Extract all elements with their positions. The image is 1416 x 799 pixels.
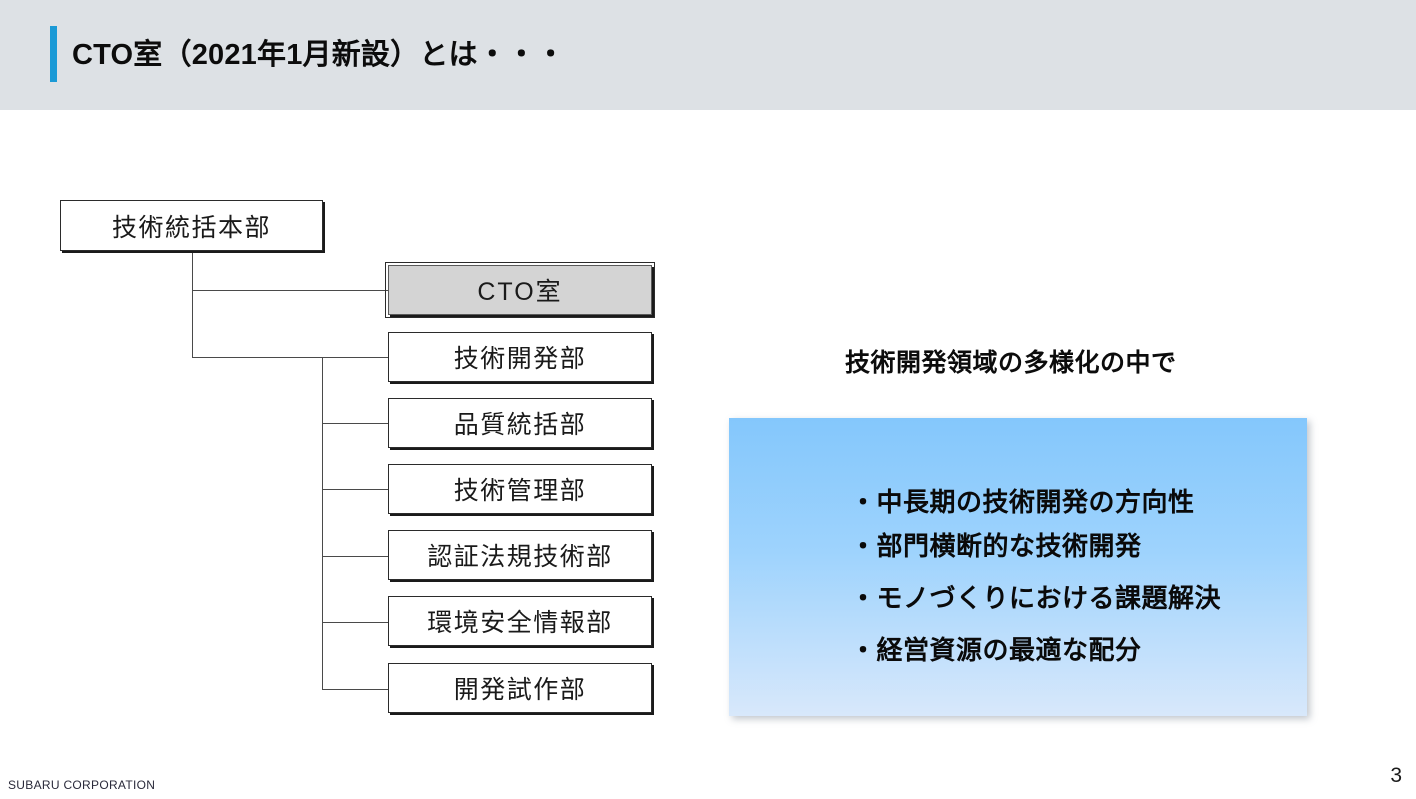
bullet-item: ・中長期の技術開発の方向性	[850, 487, 1195, 517]
org-connector-to-gijutsukanri	[322, 489, 388, 490]
org-node-ninshou: 認証法規技術部	[388, 530, 652, 580]
right-panel-heading: 技術開発領域の多様化の中で	[845, 349, 1177, 377]
org-connector-to-kaihatsushisaku	[322, 689, 388, 690]
org-node-kaihatsushisaku: 開発試作部	[388, 663, 652, 713]
org-node-kaihatsushisaku-label: 開発試作部	[453, 676, 587, 704]
org-node-gijutsukaihatsu-label: 技術開発部	[453, 345, 587, 373]
org-node-hinshitsu-label: 品質統括部	[453, 411, 587, 439]
org-node-root: 技術統括本部	[60, 200, 323, 251]
org-connector-to-ninshou	[322, 556, 388, 557]
org-node-ninshou-label: 認証法規技術部	[427, 543, 613, 571]
org-node-root-label: 技術統括本部	[111, 213, 271, 242]
footer-company-name: SUBARU CORPORATION	[8, 778, 156, 792]
page-title: CTO室（2021年1月新設）とは・・・	[72, 39, 566, 71]
org-node-gijutsukanri: 技術管理部	[388, 464, 652, 514]
org-connector-to-cto	[192, 290, 388, 291]
org-connector-to-hinshitsu	[322, 423, 388, 424]
org-node-kankyou-label: 環境安全情報部	[427, 609, 613, 637]
slide-header-band: CTO室（2021年1月新設）とは・・・	[0, 0, 1416, 110]
org-node-cto: CTO室	[385, 262, 655, 318]
bullet-item: ・部門横断的な技術開発	[850, 531, 1142, 561]
org-chart: 技術統括本部 CTO室 技術開発部 品質統括部 技術管理部 認証法規技術部 環境…	[60, 200, 655, 713]
right-panel-blue-box	[729, 418, 1307, 716]
org-connector-to-kankyou	[322, 622, 388, 623]
org-connector-trunk-upper	[192, 251, 193, 358]
org-node-kankyou: 環境安全情報部	[388, 596, 652, 646]
header-accent-bar	[50, 26, 57, 82]
footer-page-number: 3	[1390, 764, 1402, 787]
org-node-hinshitsu: 品質統括部	[388, 398, 652, 448]
right-panel-bullet-list: ・中長期の技術開発の方向性 ・部門横断的な技術開発 ・モノづくりにおける課題解決…	[850, 480, 1290, 672]
org-node-gijutsukaihatsu: 技術開発部	[388, 332, 652, 382]
org-node-gijutsukanri-label: 技術管理部	[453, 477, 587, 505]
bullet-item: ・経営資源の最適な配分	[850, 635, 1142, 665]
bullet-item: ・モノづくりにおける課題解決	[850, 583, 1222, 613]
org-connector-trunk-lower	[322, 357, 323, 689]
org-node-cto-label: CTO室	[477, 278, 563, 306]
org-connector-to-gijutsukaihatsu	[192, 357, 388, 358]
